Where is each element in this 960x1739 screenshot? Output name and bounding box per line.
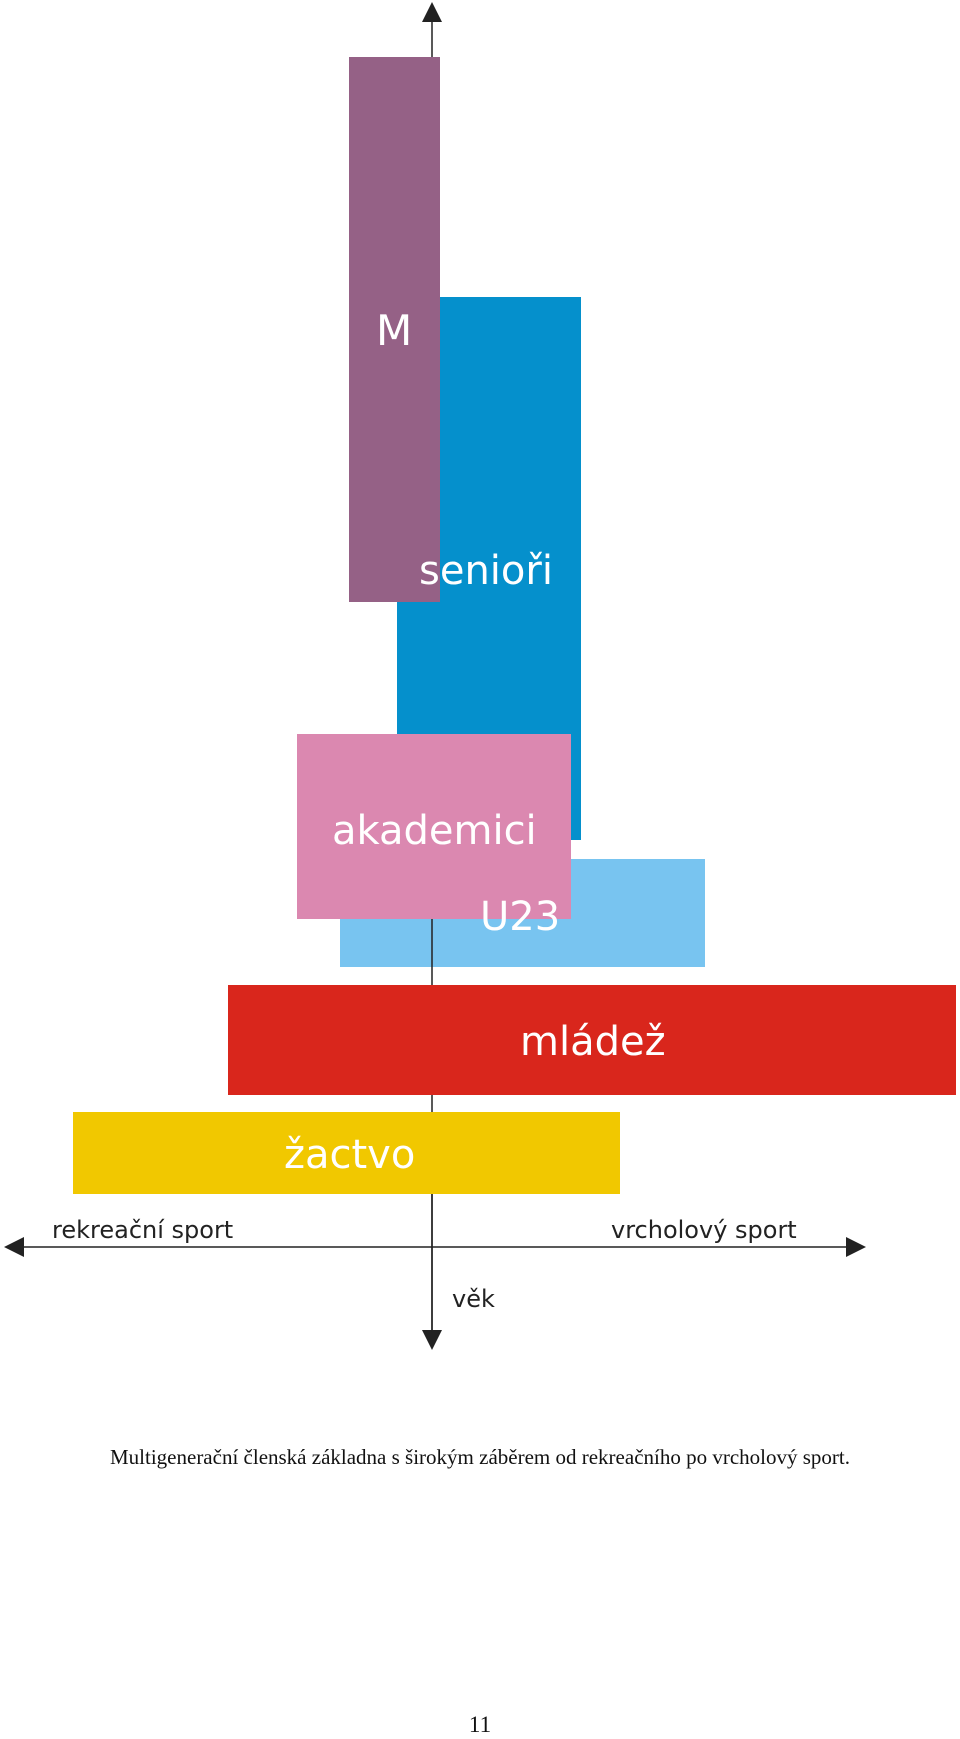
label-seniori: senioři [419,548,553,594]
axis-label-right: vrcholový sport [611,1216,797,1244]
arrow-down-icon [422,1330,442,1350]
label-akademici: akademici [332,808,537,854]
arrow-right-icon [846,1237,866,1257]
label-mladez: mládež [520,1019,666,1065]
block-zactvo [73,1112,620,1194]
figure-caption: Multigenerační členská základna s široký… [110,1445,850,1469]
label-m: M [376,306,412,355]
block-mladez [228,985,956,1095]
label-zactvo: žactvo [284,1132,415,1178]
arrow-up-icon [422,2,442,22]
page-number: 11 [468,1712,492,1737]
axis-label-left: rekreační sport [52,1216,233,1244]
block-akademici [297,734,571,919]
block-m [349,57,440,602]
arrow-left-icon [4,1237,24,1257]
axis-label-vertical: věk [452,1285,495,1313]
label-u23: U23 [480,894,560,940]
